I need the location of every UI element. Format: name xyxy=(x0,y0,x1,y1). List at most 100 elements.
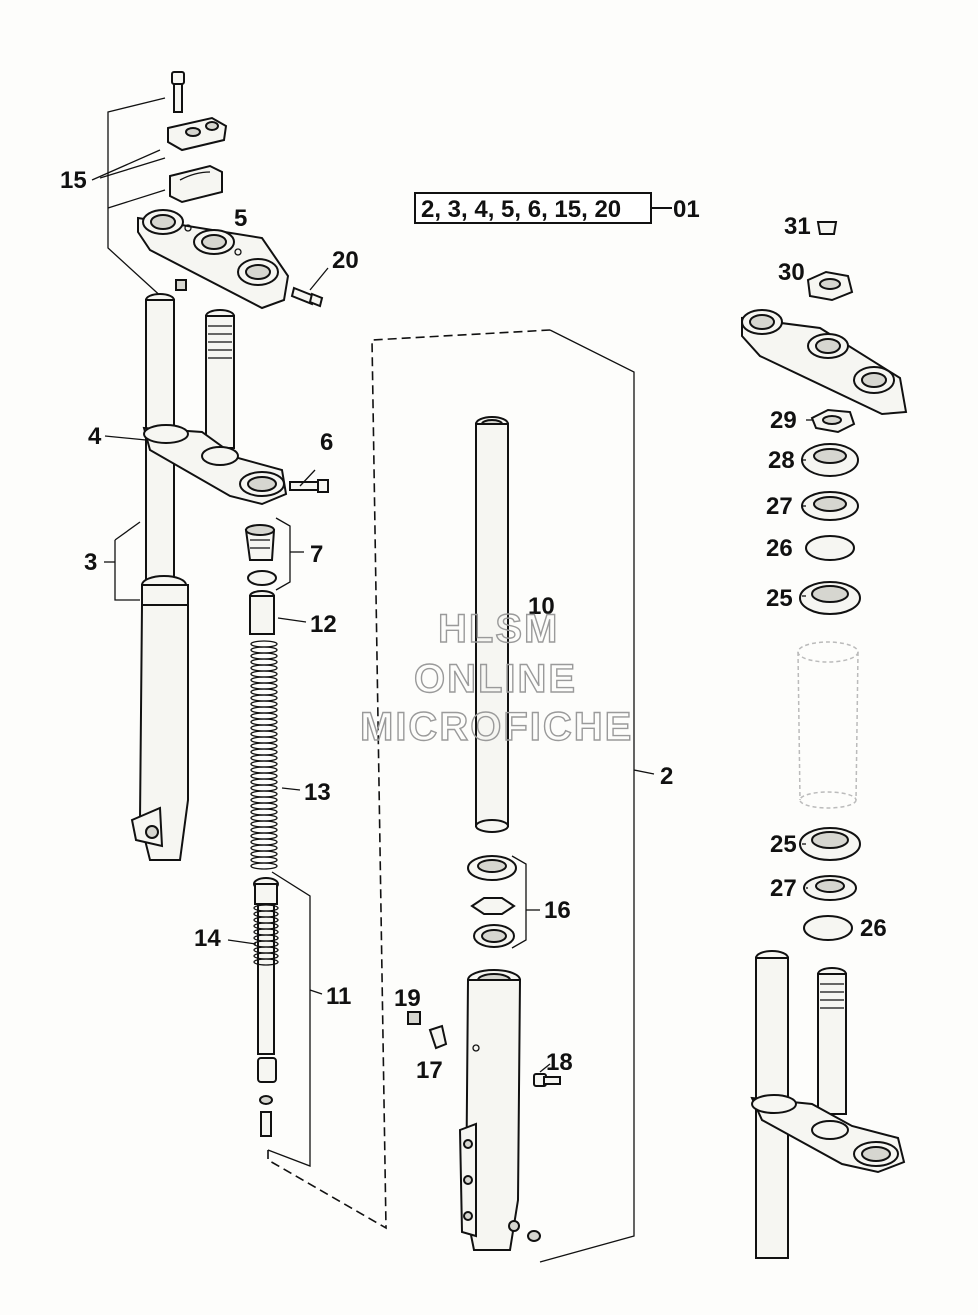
spring-coil xyxy=(250,796,278,804)
bearing-race-upper xyxy=(801,443,859,477)
callout-25b: 25 xyxy=(770,831,797,858)
assembly-dashline xyxy=(267,329,551,1230)
lower-triple-clamp-right xyxy=(750,1094,906,1174)
dust-seal-upper xyxy=(801,491,859,521)
spring-coil xyxy=(250,820,278,828)
kit-code: 01 xyxy=(673,196,700,223)
spring-coil xyxy=(250,808,278,816)
callout-bracket-2 xyxy=(539,329,635,1263)
callout-18: 18 xyxy=(546,1049,573,1076)
spring-coil xyxy=(250,742,278,750)
clamp-bolt xyxy=(171,71,185,113)
callout-13: 13 xyxy=(304,779,331,806)
drain-washer xyxy=(527,1230,541,1242)
spring-coil xyxy=(250,640,278,648)
steering-stem xyxy=(205,309,235,449)
dust-seal-lower xyxy=(803,875,857,901)
callout-3: 3 xyxy=(84,549,97,576)
upper-triple-clamp xyxy=(137,209,290,310)
spring-coil xyxy=(250,826,278,834)
spring-coil xyxy=(250,784,278,792)
spring-coil xyxy=(250,802,278,810)
spring-coil xyxy=(250,766,278,774)
stem-nut xyxy=(806,270,854,302)
spring-coil xyxy=(250,814,278,822)
callout-bracket-15 xyxy=(107,97,166,301)
watermark-line1: HLSM xyxy=(438,607,559,651)
upper-triple-clamp-alt xyxy=(741,309,908,416)
spring-coil xyxy=(250,736,278,744)
spring-coil xyxy=(250,712,278,720)
callout-16: 16 xyxy=(544,897,571,924)
handlebar-clamp-lower xyxy=(169,164,223,204)
spring-coil xyxy=(250,706,278,714)
spring-coil xyxy=(250,694,278,702)
spring-coil xyxy=(250,688,278,696)
callout-25: 25 xyxy=(766,585,793,612)
spring-coil xyxy=(250,772,278,780)
callout-30: 30 xyxy=(778,259,805,286)
hose-clip xyxy=(428,1024,448,1050)
callout-29: 29 xyxy=(770,407,797,434)
callout-20: 20 xyxy=(332,247,359,274)
callout-14: 14 xyxy=(194,925,221,952)
callout-bracket-11 xyxy=(267,871,311,1167)
spring-coil xyxy=(250,730,278,738)
callout-19: 19 xyxy=(394,985,421,1012)
watermark-line2: ONLINE xyxy=(414,657,577,701)
spacer xyxy=(249,590,275,635)
small-nut xyxy=(175,279,187,291)
ball-bearing-upper xyxy=(799,581,861,615)
inner-fork-tube xyxy=(475,416,509,833)
clip-nut xyxy=(407,1011,421,1025)
lower-triple-clamp xyxy=(142,424,288,506)
callout-10: 10 xyxy=(528,593,555,620)
spring-coil xyxy=(250,718,278,726)
callout-12: 12 xyxy=(310,611,337,638)
o-ring xyxy=(247,570,277,586)
spring-coil xyxy=(250,748,278,756)
spring-coil xyxy=(250,760,278,768)
callout-6: 6 xyxy=(320,429,333,456)
head-tube-ghost xyxy=(797,641,859,809)
spring-coil xyxy=(253,958,279,966)
callout-5: 5 xyxy=(234,205,247,232)
spring-coil xyxy=(250,670,278,678)
dust-cap xyxy=(816,221,838,235)
spring-coil xyxy=(250,838,278,846)
callout-bracket-3 xyxy=(114,540,140,601)
fork-spring xyxy=(250,640,278,870)
callout-bracket-16 xyxy=(511,855,527,949)
watermark-line3: MICROFICHE xyxy=(360,705,633,749)
spring-coil xyxy=(250,778,278,786)
ball-bearing-lower xyxy=(799,827,861,861)
spring-coil xyxy=(250,844,278,852)
callout-2: 2 xyxy=(660,763,673,790)
handlebar-clamp-upper xyxy=(167,116,228,152)
callout-7: 7 xyxy=(310,541,323,568)
spring-coil xyxy=(250,850,278,858)
callout-26b: 26 xyxy=(860,915,887,942)
damper-rod xyxy=(253,877,279,1137)
spring-coil xyxy=(250,700,278,708)
steering-stem-right xyxy=(817,967,847,1115)
fork-cap xyxy=(244,524,276,561)
pinch-bolt-lower xyxy=(289,479,329,493)
spring-coil xyxy=(250,862,278,870)
spring-coil xyxy=(250,652,278,660)
pinch-bolt-upper xyxy=(290,286,324,308)
kit-reference-box: 2, 3, 4, 5, 6, 15, 20 01 xyxy=(414,192,700,224)
axle-pinch-bolt xyxy=(533,1073,561,1087)
spring-coil xyxy=(250,832,278,840)
callout-11: 11 xyxy=(326,983,351,1010)
callout-27: 27 xyxy=(766,493,793,520)
callout-17: 17 xyxy=(416,1057,443,1084)
callout-15: 15 xyxy=(60,167,87,194)
callout-31: 31 xyxy=(784,213,811,240)
fork-seal-kit xyxy=(467,855,517,948)
callout-26: 26 xyxy=(766,535,793,562)
spring-coil xyxy=(250,724,278,732)
kit-items: 2, 3, 4, 5, 6, 15, 20 xyxy=(421,196,621,223)
